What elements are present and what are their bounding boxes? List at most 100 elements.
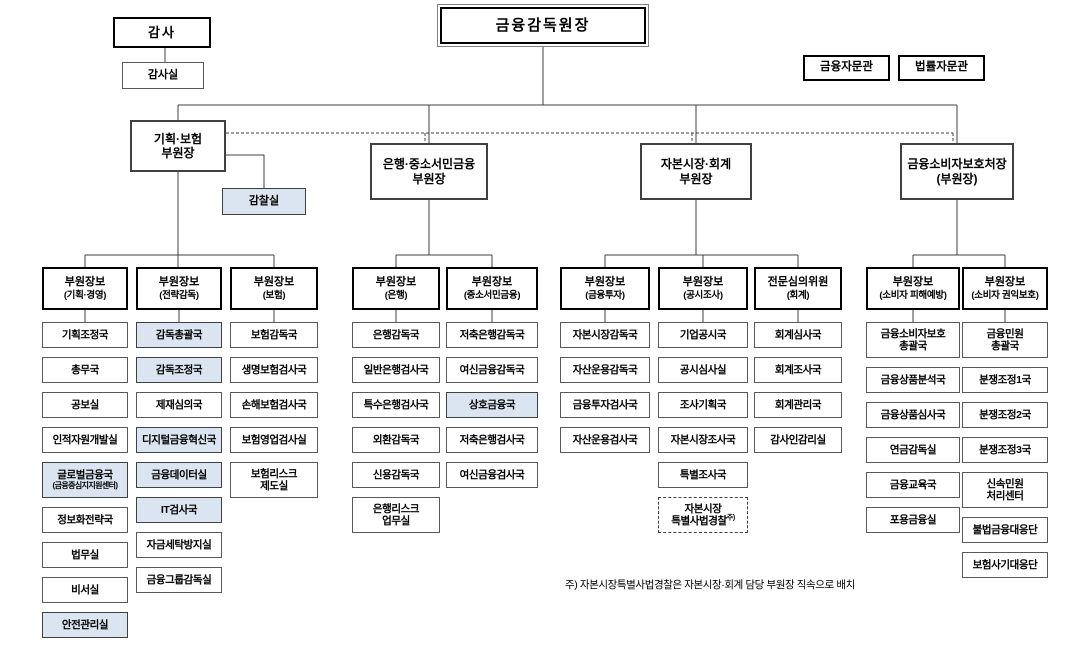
dept-label: 자산운용검사국 [572,433,638,446]
dept-label-line2: 특별사법경찰주) [671,514,735,528]
dept-box: 여신금융감독국 [446,357,538,383]
adg-box-6: 부원장보(공시조사) [658,267,748,310]
dept-box: 손해보험검사국 [230,392,318,418]
adg-title: 부원장보 [471,275,513,288]
adg-box-9: 부원장보(소비자 권익보호) [962,267,1048,310]
dept-box: 공보실 [42,392,128,418]
dept-label: 금융상품심사국 [880,408,946,421]
deputy-label: 기획·보험 부원장 [153,131,203,160]
dept-label: 금융상품분석국 [880,373,946,386]
dept-box: 분쟁조정2국 [962,402,1048,428]
dept-label: 손해보험검사국 [241,398,307,411]
adg-box-4: 부원장보(중소서민금융) [446,267,538,310]
dept-label: 공시심사실 [679,363,727,376]
adg-box-7: 전문심의위원(회계) [754,267,842,310]
dept-label: 법무실 [71,548,99,561]
dept-label-line2: 총괄국 [899,340,927,352]
dept-box: 보험영업검사실 [230,427,318,453]
dept-label: 보험감독국 [250,328,298,341]
adg-subtitle: (금융투자) [585,289,625,301]
dept-label: 디지털금융혁신국 [141,433,217,446]
dept-label-line2: 처리센터 [986,490,1024,502]
deputy-governor-capital-markets: 자본시장·회계 부원장 [640,143,752,200]
footnote-marker: 주) [726,514,735,522]
adg-subtitle: (소비자 권익보호) [971,289,1039,301]
dept-label: 감독조정국 [155,363,203,376]
footnote: 주) 자본시장특별사법경찰은 자본시장·회계 담당 부원장 직속으로 배치 [565,579,855,591]
deputy-governor-consumer-protection: 금융소비자보호처장 (부원장) [900,143,1014,200]
dept-box: 저축은행감독국 [446,322,538,348]
dept-box: 금융데이터실 [136,462,222,488]
dept-box: 여신금융검사국 [446,462,538,488]
dept-label: 감독총괄국 [155,328,203,341]
dept-label: 금융소비자보호 [880,327,946,340]
dept-label-line2: (금융중심지지원센터) [52,481,119,491]
adg-title: 부원장보 [682,275,724,288]
dept-label: 글로벌금융국 [57,469,113,482]
dept-box: 금융그룹감독실 [136,567,222,593]
dept-label: 금융그룹감독실 [146,573,212,586]
dept-label: 불법금융대응단 [972,523,1038,536]
dept-box: 공시심사실 [658,357,748,383]
adg-box-8: 부원장보(소비자 피해예방) [866,267,960,310]
dept-box: 분쟁조정1국 [962,367,1048,393]
dept-label: 자본시장감독국 [572,328,638,341]
dept-label: 보험사기대응단 [972,558,1038,571]
dept-label: 인적자원개발실 [52,433,118,446]
dept-label: 회계심사국 [774,328,822,341]
adg-title: 부원장보 [892,275,934,288]
dept-label-line2: 제도실 [260,480,288,492]
dept-label: 제재심의국 [155,398,203,411]
dept-box: 금융상품분석국 [866,367,960,393]
governor-label: 금융감독원장 [495,16,591,34]
dept-box: 인적자원개발실 [42,427,128,453]
inspection-office-box: 감찰실 [222,188,306,215]
dept-label: 은행리스크 [372,502,420,515]
dept-label: 안전관리실 [61,618,109,631]
dept-box: 회계관리국 [754,392,842,418]
auditor-label: 감사 [148,24,176,40]
dept-label: 저축은행검사국 [459,433,525,446]
dept-label: 기획조정국 [61,328,109,341]
dept-box: 회계조사국 [754,357,842,383]
adg-subtitle: (회계) [786,289,810,301]
dept-label: 회계관리국 [774,398,822,411]
adg-subtitle: (기획·경영) [63,289,107,301]
dept-label: 금융데이터실 [151,468,207,481]
dept-box: 정보화전략국 [42,507,128,533]
dept-label: 금융민원 [986,327,1024,340]
dept-label: 생명보험검사국 [241,363,307,376]
auditor-box: 감사 [113,17,211,48]
deputy-label: 금융소비자보호처장 (부원장) [907,157,1007,186]
adg-title: 부원장보 [158,275,200,288]
dept-box: 금융상품심사국 [866,402,960,428]
dept-box: 제재심의국 [136,392,222,418]
dept-label: 분쟁조정1국 [979,373,1031,386]
dept-box: 신용감독국 [352,462,440,488]
dept-label: 특수은행검사국 [363,398,429,411]
dept-box: 감독총괄국 [136,322,222,348]
dept-label: 분쟁조정3국 [979,443,1031,456]
dept-box: 생명보험검사국 [230,357,318,383]
auditor-office-box: 감사실 [122,62,204,89]
dept-box: 외환감독국 [352,427,440,453]
adg-title: 부원장보 [253,275,295,288]
dept-label: 공보실 [71,398,99,411]
dept-label: 일반은행검사국 [363,363,429,376]
adg-subtitle: (전략감독) [159,289,199,301]
dept-box: 자본시장감독국 [560,322,650,348]
dept-label: 금융교육국 [889,478,937,491]
dept-box: 보험감독국 [230,322,318,348]
dept-label: 총무국 [71,363,99,376]
financial-advisor-label: 금융자문관 [820,61,873,74]
dept-label-line2: 총괄국 [991,340,1019,352]
dept-box: 비서실 [42,577,128,603]
adg-box-0: 부원장보(기획·경영) [42,267,128,310]
auditor-office-label: 감사실 [147,69,179,82]
dept-label: 기업공시국 [679,328,727,341]
deputy-governor-planning-insurance: 기획·보험 부원장 [130,120,226,172]
